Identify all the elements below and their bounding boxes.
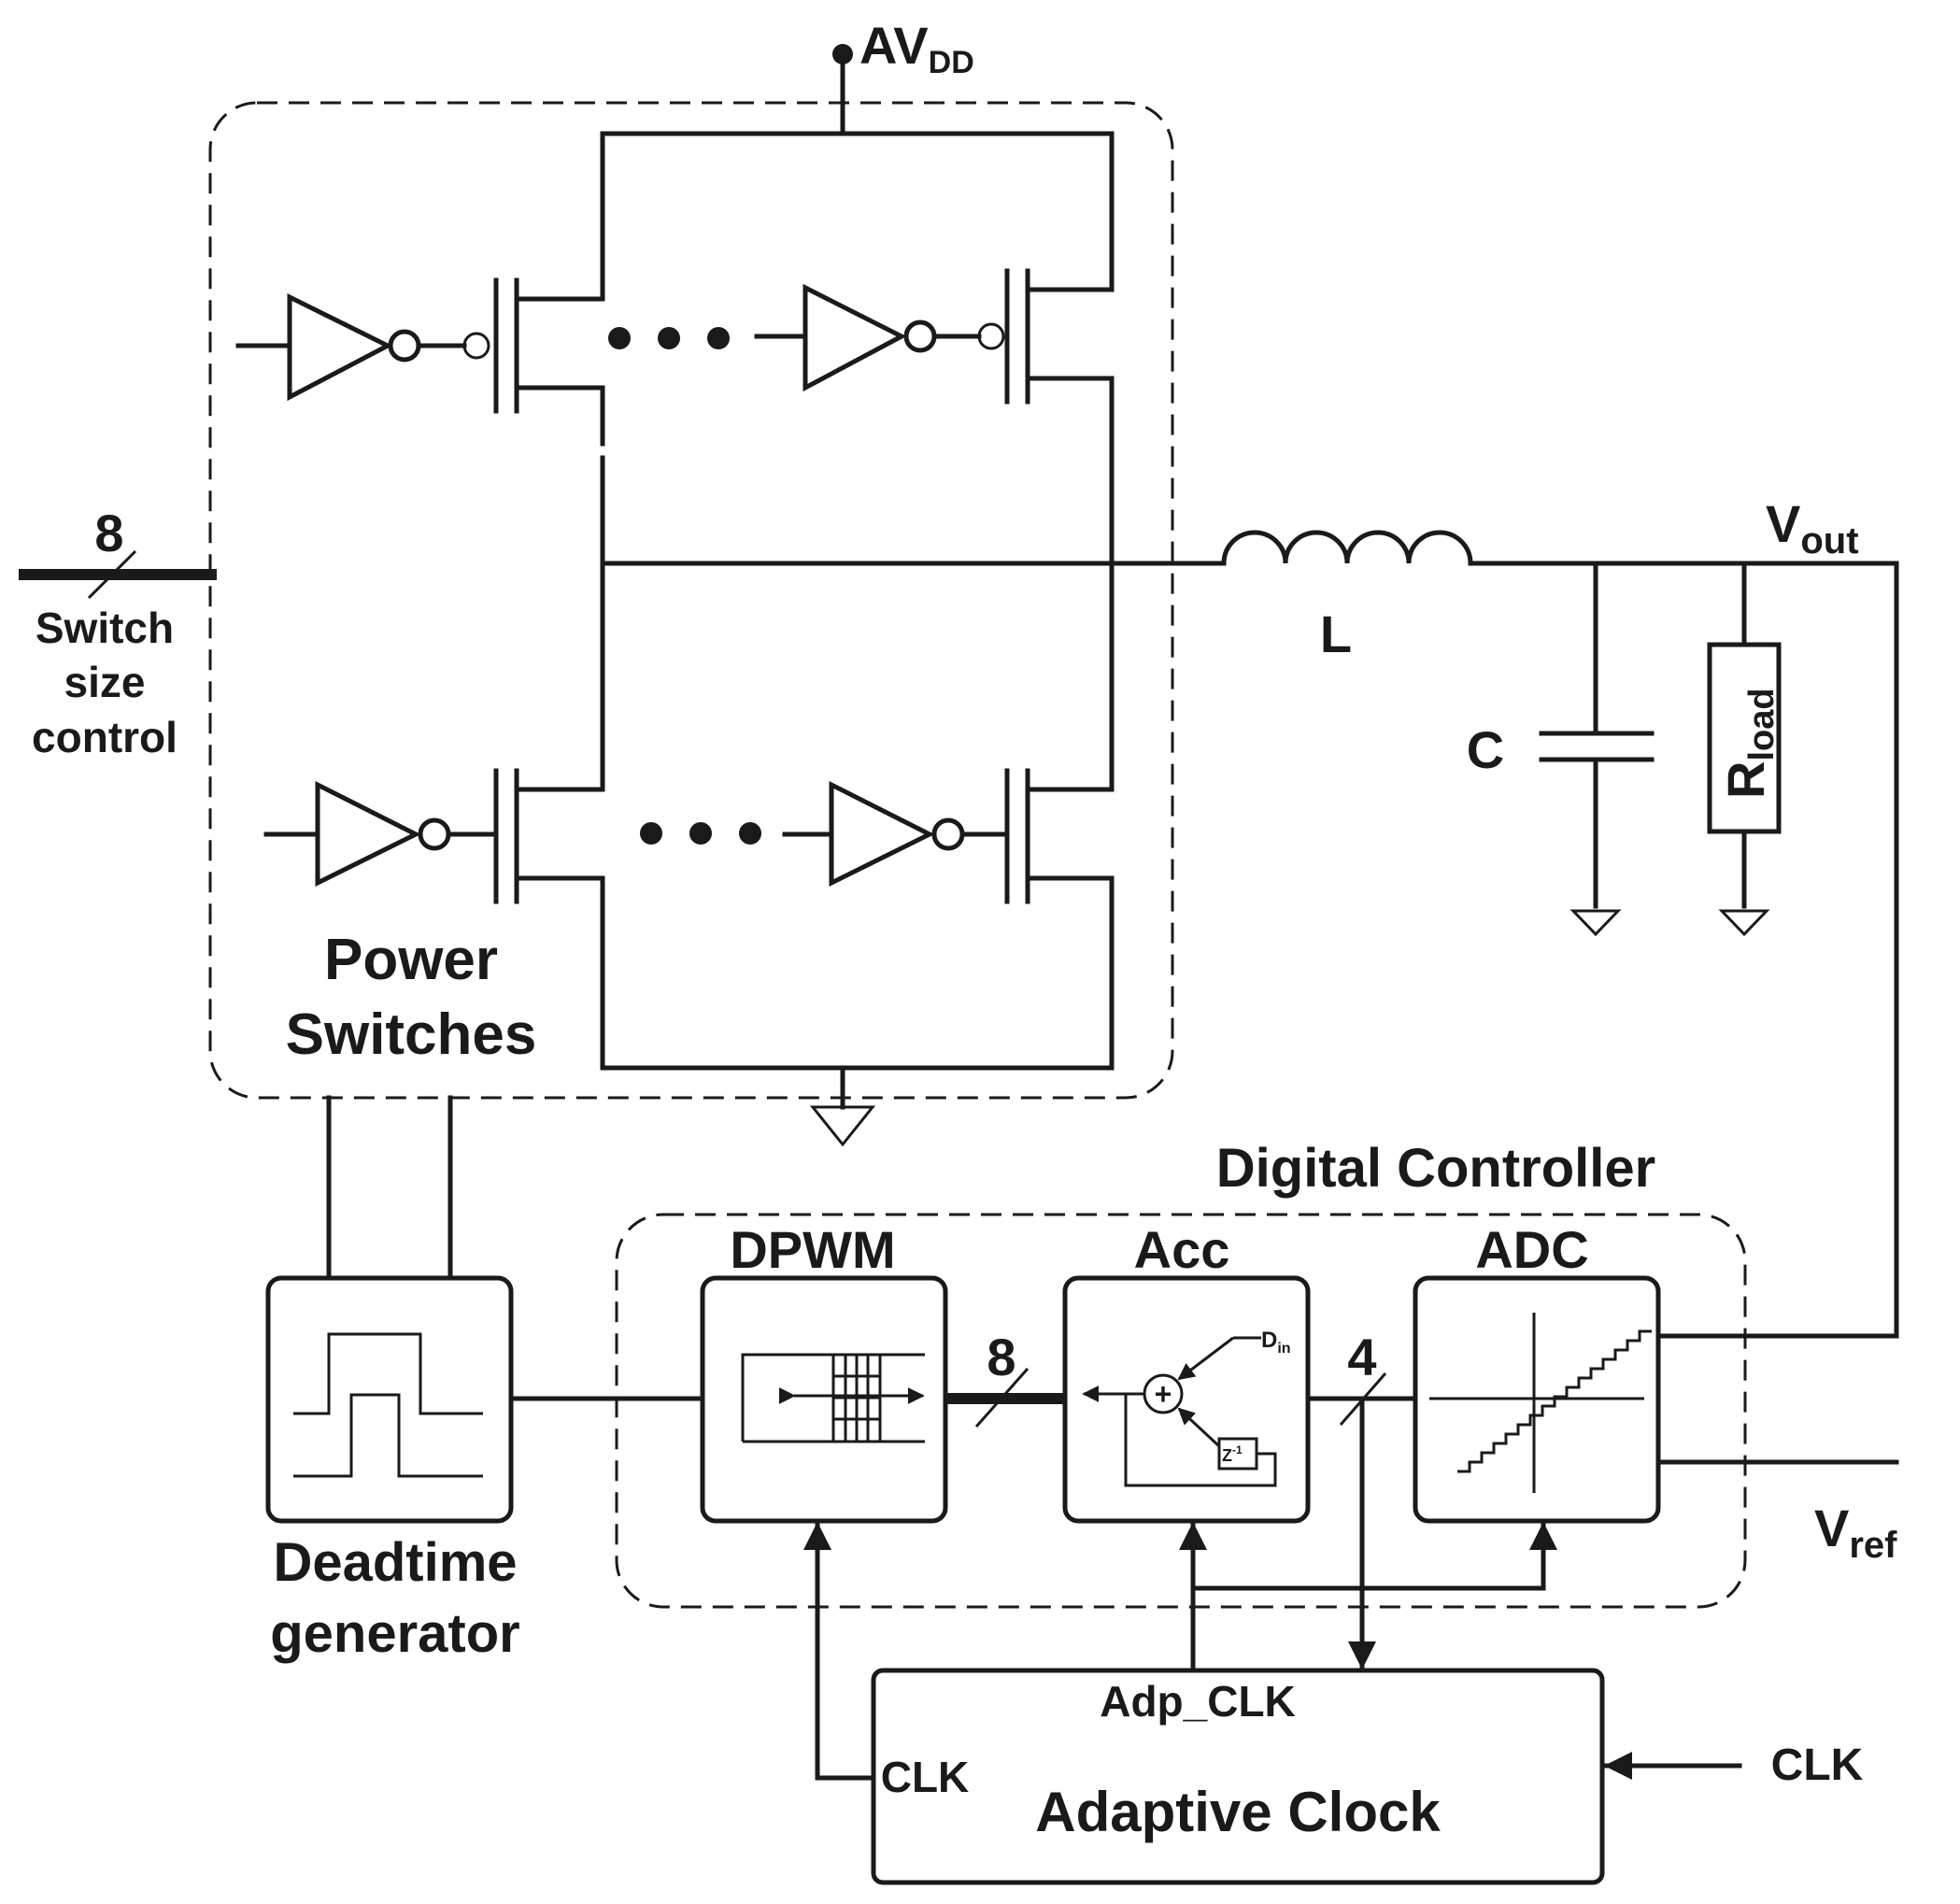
adp-clk-label: Adp_CLK <box>1100 1677 1296 1726</box>
inverter-bottom-left <box>263 780 499 888</box>
power-switches-label-line2: Switches <box>286 1002 537 1067</box>
power-switches-label-line1: Power <box>324 928 498 992</box>
switch-size-control-line3: control <box>32 713 178 761</box>
deadtime-label-line2: generator <box>270 1603 520 1664</box>
ellipsis-dots-bottom <box>640 822 761 845</box>
adaptive-clock-block <box>871 1668 1605 1885</box>
pmos-transistor-left <box>462 277 519 414</box>
vout-label: Vout <box>1766 494 1859 561</box>
din-label: Din <box>1261 1328 1291 1357</box>
summer-plus: + <box>1155 1377 1172 1411</box>
bus-width-dpwm-acc: 8 <box>987 1328 1016 1386</box>
adc-label: ADC <box>1475 1220 1588 1279</box>
adaptive-clock-label: Adaptive Clock <box>1035 1781 1441 1843</box>
nmos-transistor-left <box>493 768 519 904</box>
switch-size-control-bus <box>19 549 217 600</box>
rload-label: Rload <box>1716 688 1782 799</box>
deadtime-label-line1: Deadtime <box>273 1532 517 1593</box>
inductor-label: L <box>1320 604 1352 663</box>
inverter-top-right <box>754 283 982 392</box>
digital-controller-boundary <box>615 1213 1747 1609</box>
power-switches-boundary <box>208 101 1174 1100</box>
clk-internal-label: CLK <box>881 1753 970 1801</box>
ellipsis-dots-top <box>608 327 730 349</box>
bus-width-input: 8 <box>94 504 123 562</box>
avdd-terminal: AVDD <box>832 16 974 134</box>
accumulator-internals: + <box>1082 1336 1277 1487</box>
inverter-bottom-right <box>782 780 1010 888</box>
clock-distribution-wiring <box>803 1396 1742 1781</box>
bus-width-acc-adc: 4 <box>1347 1328 1376 1386</box>
load-resistor <box>1707 561 1782 937</box>
dpwm-block <box>700 1275 948 1524</box>
dpwm-counter-icon <box>741 1353 925 1443</box>
avdd-label: AVDD <box>859 16 974 80</box>
deadtime-generator-block <box>265 1275 514 1524</box>
deadtime-waveform-icon <box>293 1332 483 1478</box>
inductor-L <box>1221 530 1473 566</box>
nmos-transistor-right <box>1004 768 1030 904</box>
switch-size-control-line1: Switch <box>36 604 174 652</box>
z-inverse-label: Z-1 <box>1222 1443 1243 1465</box>
adc-staircase-icon <box>1429 1313 1652 1493</box>
digital-controller-label: Digital Controller <box>1216 1138 1655 1199</box>
capacitor-label: C <box>1467 720 1504 779</box>
bus-dpwm-acc <box>945 1368 1065 1428</box>
pmos-transistor-right <box>977 268 1030 405</box>
ground-symbol-power <box>809 1105 876 1147</box>
clk-input-label: CLK <box>1771 1741 1864 1790</box>
power-stage-wiring <box>516 131 1227 1110</box>
output-node-wiring <box>1468 561 1899 1339</box>
deadtime-gate-lines <box>326 1095 453 1281</box>
inverter-top-left <box>235 292 467 402</box>
switch-size-control-line2: size <box>64 658 146 706</box>
acc-label: Acc <box>1134 1220 1230 1279</box>
capacitor-C <box>1539 561 1655 937</box>
dpwm-label: DPWM <box>730 1220 895 1279</box>
vref-label: Vref <box>1814 1499 1897 1566</box>
